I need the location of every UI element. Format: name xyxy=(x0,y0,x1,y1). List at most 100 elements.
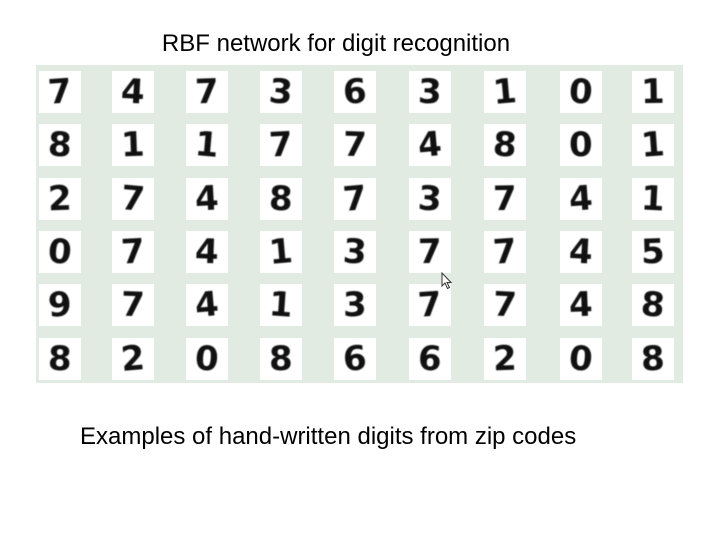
digit-image-cell: 1 xyxy=(260,231,302,273)
digit-image-cell: 8 xyxy=(39,338,81,380)
handwritten-digit: 4 xyxy=(194,231,220,273)
handwritten-digit: 7 xyxy=(342,124,368,166)
handwritten-digit: 1 xyxy=(639,124,667,166)
digit-image-cell: 4 xyxy=(186,284,228,326)
digit-image-cell: 1 xyxy=(484,71,526,113)
digit-image-cell: 7 xyxy=(334,124,376,166)
handwritten-digit: 1 xyxy=(193,124,221,166)
handwritten-digit: 7 xyxy=(341,178,369,220)
handwritten-digit: 8 xyxy=(639,284,667,326)
handwritten-digit: 0 xyxy=(567,71,595,113)
handwritten-digit: 1 xyxy=(120,124,146,166)
digit-image-cell: 6 xyxy=(334,338,376,380)
handwritten-digit: 4 xyxy=(568,231,594,273)
digit-image-cell: 7 xyxy=(484,178,526,220)
handwritten-digit: 1 xyxy=(267,231,295,273)
handwritten-digit: 3 xyxy=(342,284,368,326)
handwritten-digit: 4 xyxy=(194,178,220,220)
handwritten-digit: 6 xyxy=(341,338,369,380)
digit-image-cell: 8 xyxy=(260,338,302,380)
handwritten-digit: 8 xyxy=(268,338,294,380)
digit-image-cell: 3 xyxy=(409,71,451,113)
handwritten-digit: 7 xyxy=(268,124,294,166)
digit-image-cell: 2 xyxy=(39,178,81,220)
digit-image-cell: 4 xyxy=(186,178,228,220)
digit-image-cell: 4 xyxy=(560,231,602,273)
digit-image-cell: 7 xyxy=(260,124,302,166)
handwritten-digit: 7 xyxy=(119,178,147,220)
handwritten-digit: 7 xyxy=(120,231,146,273)
handwritten-digit: 1 xyxy=(491,71,519,113)
handwritten-digit: 0 xyxy=(46,231,74,273)
digit-image-cell: 1 xyxy=(632,178,674,220)
handwritten-digit: 8 xyxy=(491,124,519,166)
digit-image-cell: 9 xyxy=(39,284,81,326)
handwritten-digit: 0 xyxy=(193,338,221,380)
handwritten-digit: 3 xyxy=(341,231,369,273)
digit-image-cell: 7 xyxy=(112,178,154,220)
digit-image-cell: 3 xyxy=(334,231,376,273)
digit-image-cell: 8 xyxy=(632,284,674,326)
handwritten-digit: 7 xyxy=(46,71,74,113)
handwritten-digit: 2 xyxy=(492,338,518,380)
handwritten-digit: 7 xyxy=(492,178,518,220)
digit-image-cell: 4 xyxy=(409,124,451,166)
digit-image-cell: 7 xyxy=(112,284,154,326)
handwritten-digit: 4 xyxy=(567,178,595,220)
handwritten-digit: 9 xyxy=(47,284,73,326)
digit-image-cell: 7 xyxy=(39,71,81,113)
digit-image-cell: 0 xyxy=(560,338,602,380)
handwritten-digit: 1 xyxy=(267,284,295,326)
mouse-pointer-icon xyxy=(441,272,453,290)
handwritten-digit: 7 xyxy=(491,231,519,273)
digit-image-cell: 8 xyxy=(39,124,81,166)
digit-image-cell: 7 xyxy=(484,284,526,326)
digit-image-cell: 4 xyxy=(186,231,228,273)
digit-image-cell: 5 xyxy=(632,231,674,273)
handwritten-digit: 3 xyxy=(267,71,295,113)
digit-image-cell: 7 xyxy=(186,71,228,113)
handwritten-digit: 8 xyxy=(47,124,73,166)
handwritten-digit: 0 xyxy=(567,338,595,380)
digit-image-cell: 8 xyxy=(260,178,302,220)
digit-image-cell: 6 xyxy=(334,71,376,113)
figure-caption: Examples of hand-written digits from zip… xyxy=(80,423,577,450)
digit-image-cell: 3 xyxy=(260,71,302,113)
handwritten-digit: 8 xyxy=(640,338,666,380)
digit-image-cell: 6 xyxy=(409,338,451,380)
digit-image-cell: 0 xyxy=(560,124,602,166)
digit-image-cell: 4 xyxy=(560,284,602,326)
digit-image-cell: 7 xyxy=(112,231,154,273)
slide-title: RBF network for digit recognition xyxy=(161,30,511,57)
handwritten-digit: 8 xyxy=(47,338,73,380)
handwritten-digit: 4 xyxy=(416,124,444,166)
handwritten-digit: 3 xyxy=(417,71,443,113)
digit-image-cell: 4 xyxy=(112,71,154,113)
digit-image-cell: 7 xyxy=(484,231,526,273)
handwritten-digit: 7 xyxy=(194,71,220,113)
digit-image-cell: 7 xyxy=(409,231,451,273)
digit-image-cell: 4 xyxy=(560,178,602,220)
handwritten-digit: 7 xyxy=(492,284,518,326)
digit-image-cell: 1 xyxy=(632,71,674,113)
digit-image-cell: 8 xyxy=(632,338,674,380)
handwritten-digit: 6 xyxy=(342,71,368,113)
handwritten-digit: 1 xyxy=(640,178,666,220)
handwritten-digit: 6 xyxy=(417,338,443,380)
handwritten-digit: 7 xyxy=(120,284,146,326)
handwritten-digit: 4 xyxy=(120,71,146,113)
digit-image-cell: 2 xyxy=(112,338,154,380)
digit-image-cell: 8 xyxy=(484,124,526,166)
handwritten-digit: 2 xyxy=(47,178,73,220)
handwritten-digit: 4 xyxy=(193,284,221,326)
handwritten-digit: 4 xyxy=(568,284,594,326)
digit-image-cell: 1 xyxy=(112,124,154,166)
digit-image-cell: 1 xyxy=(186,124,228,166)
handwritten-digit: 5 xyxy=(640,231,666,273)
digit-image-cell: 7 xyxy=(409,284,451,326)
digit-image-cell: 2 xyxy=(484,338,526,380)
handwritten-digit: 0 xyxy=(568,124,594,166)
handwritten-digit: 3 xyxy=(416,178,444,220)
handwritten-digit: 2 xyxy=(119,338,147,380)
